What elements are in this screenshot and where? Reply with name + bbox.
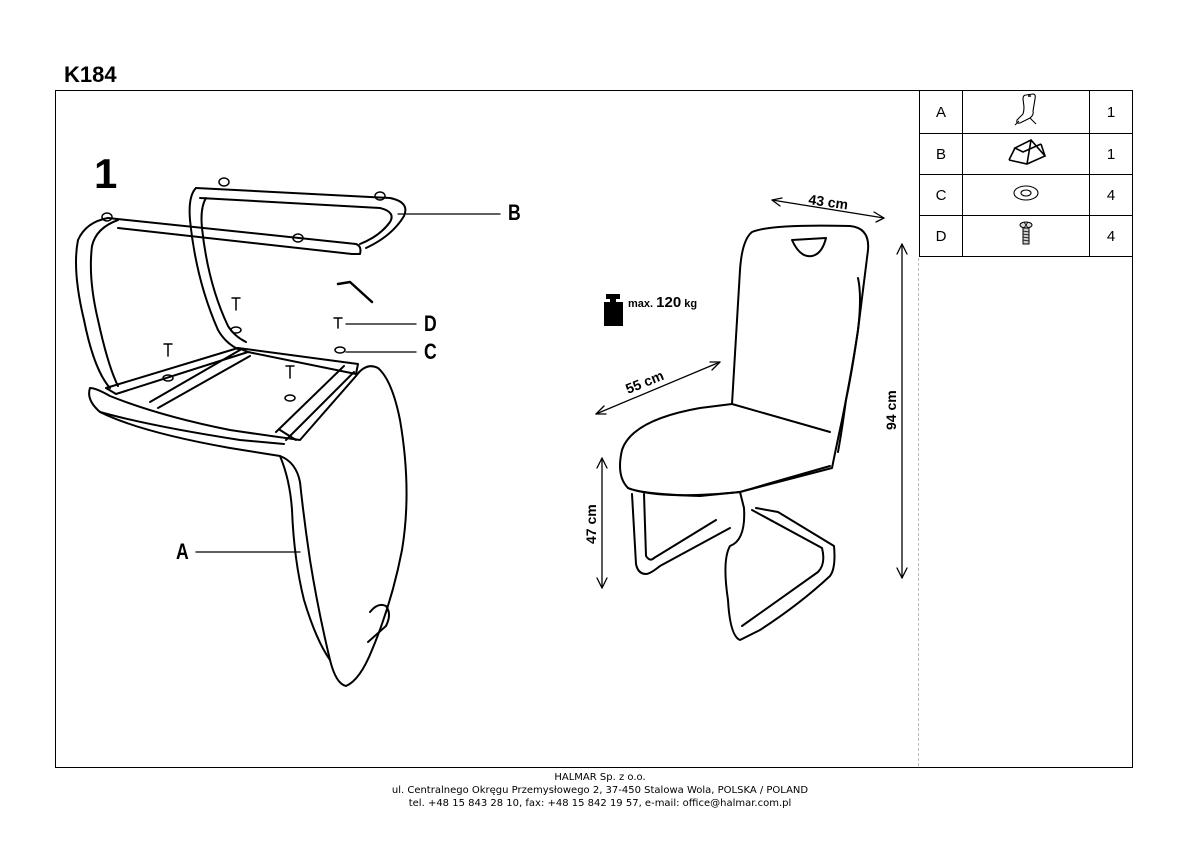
chair-frame-drawing [75,187,407,389]
callout-label-b: B [508,200,521,225]
dimension-depth: 55 cm [623,367,666,397]
parts-row-d: D 4 [919,215,1133,257]
weight-icon [604,294,623,326]
part-qty: 1 [1089,133,1133,175]
washer-icon [962,174,1090,216]
parts-row-b: B 1 [919,133,1133,175]
footer-company: HALMAR Sp. z o.o. [554,772,646,783]
dimension-seat-height: 47 cm [583,504,599,544]
product-code: K184 [64,62,117,87]
part-qty: 4 [1089,215,1133,257]
callout-label-a: A [176,539,189,564]
max-load-value: 120 [656,294,682,311]
footer: HALMAR Sp. z o.o. ul. Centralnego Okręgu… [0,771,1200,810]
footer-address: ul. Centralnego Okręgu Przemysłowego 2, … [391,785,809,796]
callout-label-d: D [424,311,437,336]
dimension-total-height: 94 cm [883,390,899,430]
hardware-drawing [101,177,386,402]
part-qty: 4 [1089,174,1133,216]
part-qty: 1 [1089,90,1133,134]
assembled-chair-drawing [619,224,870,641]
max-load-prefix: max. [628,298,654,310]
cantilever-frame-icon [962,133,1090,175]
callout-label-c: C [424,339,437,364]
max-load-unit: kg [684,298,698,310]
footer-contact: tel. +48 15 843 28 10, fax: +48 15 842 1… [408,798,792,809]
part-label: D [919,215,963,257]
instruction-frame [55,90,1133,768]
dimension-width: 43 cm [808,191,850,212]
seat-mounting-bars [105,347,359,441]
parts-table: A 1 B 1 C 4 D [919,90,1133,257]
chair-shell-drawing [88,365,408,687]
column-divider [918,258,919,766]
step-number: 1 [94,150,118,197]
bolt-icon [962,215,1090,257]
max-load-label: max. 120 kg [628,294,697,311]
dimension-lines [595,197,908,589]
